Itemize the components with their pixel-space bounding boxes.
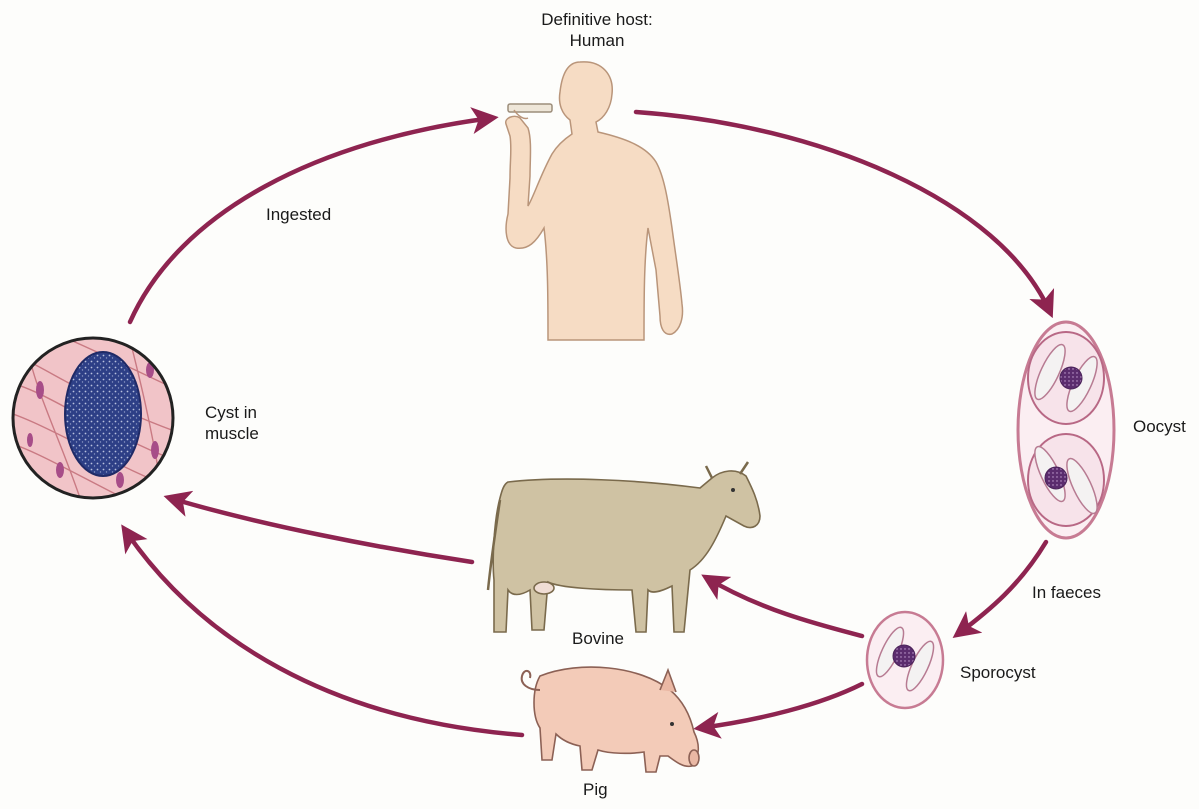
- arrow-human-to-oocyst: [636, 112, 1050, 312]
- label-pig: Pig: [583, 780, 608, 800]
- label-in-faeces: In faeces: [1032, 583, 1101, 603]
- sporocyst-illustration: [867, 612, 943, 708]
- arrow-bovine-to-cyst: [170, 498, 472, 562]
- cow-illustration: [488, 462, 760, 632]
- label-muscle: muscle: [205, 424, 259, 444]
- arrow-sporocyst-to-bovine: [707, 578, 862, 636]
- label-oocyst: Oocyst: [1133, 417, 1186, 437]
- label-cyst-in: Cyst in: [205, 403, 257, 423]
- human-figure: [506, 62, 683, 340]
- pig-illustration: [522, 667, 699, 772]
- label-sporocyst: Sporocyst: [960, 663, 1036, 683]
- label-ingested: Ingested: [266, 205, 331, 225]
- label-human: Human: [570, 31, 625, 51]
- oocyst-illustration: [1018, 322, 1114, 538]
- label-definitive-host: Definitive host:: [541, 10, 653, 30]
- arrow-sporocyst-to-pig: [700, 684, 862, 728]
- muscle-cyst-illustration: [0, 300, 200, 540]
- label-bovine: Bovine: [572, 629, 624, 649]
